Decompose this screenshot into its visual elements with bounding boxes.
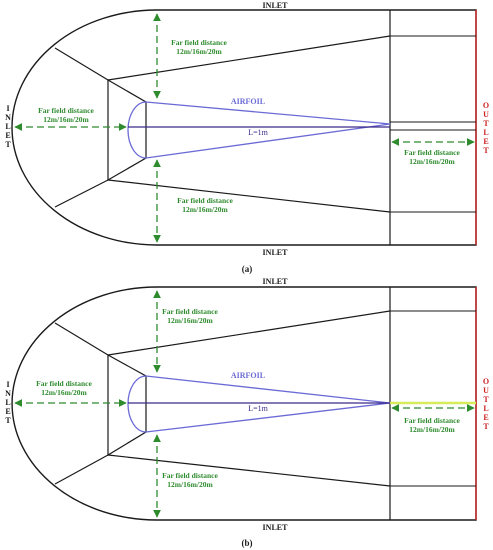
- far-field-right-line1-a: Far field distance: [404, 148, 460, 157]
- inlet-left-letter: T: [5, 140, 11, 149]
- block-line-tl-b: [54, 322, 109, 356]
- outlet-letter: E: [483, 413, 488, 422]
- outlet-letter: T: [483, 395, 489, 404]
- caption-a: (a): [242, 264, 253, 274]
- airfoil-b: [127, 375, 391, 433]
- far-field-bottom-line1-b: Far field distance: [162, 471, 218, 480]
- airfoil-label-b: AIRFOIL: [231, 371, 265, 380]
- outlet-letter: U: [483, 110, 489, 119]
- block-line-tl-a: [54, 47, 109, 81]
- outlet-letter: T: [483, 146, 489, 155]
- far-field-top-line2-a: 12m/16m/20m: [176, 47, 222, 56]
- panel-a: INLET INLET I N L E T O U T L E T AIRFOI…: [5, 1, 489, 274]
- inlet-left-label-a: I N L E T: [5, 104, 11, 149]
- chord-label-a: L=1m: [248, 128, 268, 137]
- inlet-top-label-b: INLET: [263, 277, 289, 286]
- inlet-left-letter: E: [5, 407, 10, 416]
- outlet-letter: T: [483, 422, 489, 431]
- far-field-top-line1-a: Far field distance: [171, 38, 227, 47]
- inner-block-a: [107, 78, 147, 182]
- outlet-letter: E: [483, 137, 488, 146]
- inlet-left-letter: T: [5, 416, 11, 425]
- inlet-left-letter: I: [6, 104, 9, 113]
- inner-block-b: [107, 353, 147, 457]
- far-field-left-line2-b: 12m/16m/20m: [41, 388, 87, 397]
- outlet-letter: U: [483, 386, 489, 395]
- far-field-left-line2-a: 12m/16m/20m: [43, 115, 89, 124]
- outlet-letter: L: [483, 404, 488, 413]
- airfoil-label-a: AIRFOIL: [231, 97, 265, 106]
- inlet-left-label-b: I N L E T: [5, 380, 11, 425]
- panel-b: INLET INLET I N L E T O U T L E T AIRFOI…: [5, 277, 489, 548]
- block-line-bl-a: [54, 179, 109, 208]
- outlet-letter: L: [483, 128, 488, 137]
- far-field-left-line1-b: Far field distance: [36, 379, 92, 388]
- inlet-top-label-a: INLET: [263, 1, 289, 10]
- far-field-right-line2-b: 12m/16m/20m: [409, 425, 455, 434]
- outlet-letter: O: [483, 101, 489, 110]
- inlet-left-letter: E: [5, 131, 10, 140]
- outlet-letter: T: [483, 119, 489, 128]
- far-field-right-line2-a: 12m/16m/20m: [409, 157, 455, 166]
- chord-label-b: L=1m: [248, 404, 268, 413]
- inlet-left-letter: N: [5, 389, 11, 398]
- far-field-right-line1-b: Far field distance: [404, 416, 460, 425]
- block-line-bottom-b: [107, 454, 391, 487]
- outlet-label-b: O U T L E T: [483, 377, 489, 431]
- inlet-left-letter: L: [5, 122, 10, 131]
- inlet-bottom-label-b: INLET: [263, 523, 289, 532]
- block-line-top-b: [107, 310, 391, 356]
- caption-b: (b): [242, 538, 253, 548]
- far-field-top-line2-b: 12m/16m/20m: [167, 316, 213, 325]
- inlet-left-letter: L: [5, 398, 10, 407]
- far-field-top-line1-b: Far field distance: [162, 307, 218, 316]
- outlet-label-a: O U T L E T: [483, 101, 489, 155]
- block-line-bl-b: [54, 454, 109, 485]
- outlet-letter: O: [483, 377, 489, 386]
- far-field-bottom-line2-b: 12m/16m/20m: [167, 480, 213, 489]
- domain-boundary-a: [11, 9, 477, 246]
- far-field-bottom-line1-a: Far field distance: [177, 196, 233, 205]
- airfoil-a: [127, 101, 391, 159]
- block-line-bottom-a: [107, 179, 391, 213]
- far-field-left-line1-a: Far field distance: [38, 106, 94, 115]
- domain-boundary-b: [11, 286, 477, 521]
- inlet-left-letter: I: [6, 380, 9, 389]
- inlet-left-letter: N: [5, 113, 11, 122]
- block-line-top-a: [107, 35, 391, 81]
- inlet-bottom-label-a: INLET: [263, 248, 289, 257]
- far-field-bottom-line2-a: 12m/16m/20m: [182, 205, 228, 214]
